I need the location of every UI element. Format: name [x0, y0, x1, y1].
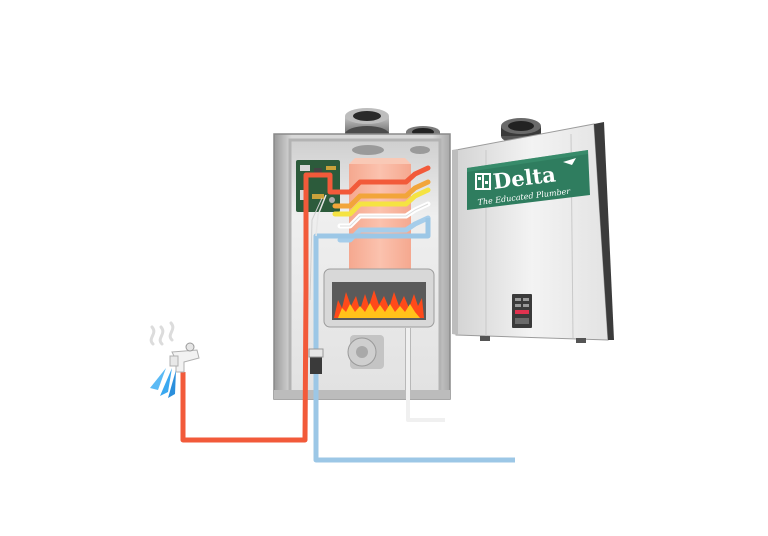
hot-water-line	[180, 172, 333, 443]
burner-flame-icon	[323, 268, 435, 328]
ignition-wires	[309, 194, 327, 301]
Delta-logo-mark	[475, 173, 491, 190]
gas-line	[405, 328, 445, 422]
water-stream-icon	[150, 368, 176, 398]
brand-logo-panel: Delta The Educated Plumber	[467, 150, 590, 210]
open-front-cover-icon: Delta The Educated Plumber	[452, 118, 614, 343]
steam-icon	[149, 321, 175, 346]
heat-exchanger-coils	[327, 165, 431, 243]
blower-fan-icon	[347, 335, 384, 369]
faucet-icon	[169, 342, 200, 373]
control-display-icon	[512, 294, 532, 328]
